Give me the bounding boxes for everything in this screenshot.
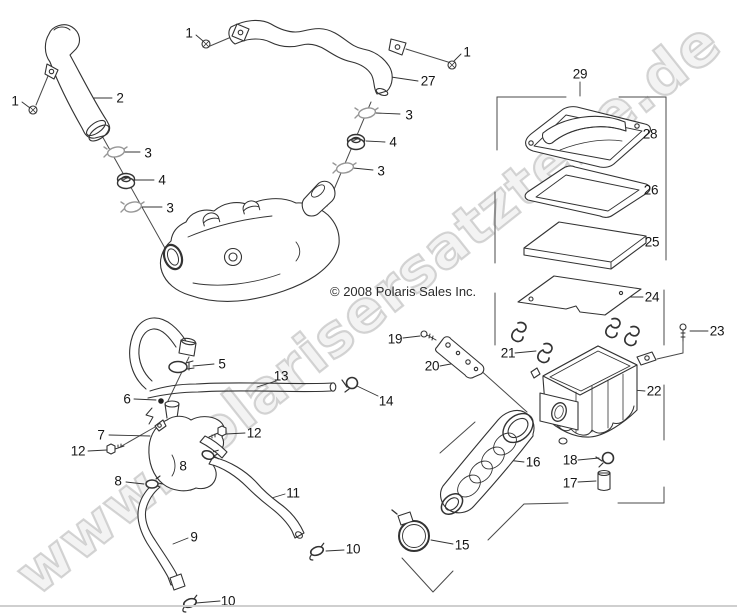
- tank-7: [148, 400, 228, 492]
- engine-cover: [159, 180, 340, 302]
- wire-clamp-18: [595, 451, 615, 468]
- screw-1-right: [447, 60, 457, 70]
- airbox-22: [530, 345, 657, 445]
- part-callout-1: 1: [185, 25, 193, 41]
- hose-clamp-14: [341, 376, 359, 393]
- latch-clips-21: [511, 317, 640, 364]
- part-callout-15: 15: [454, 537, 470, 553]
- part-callout-1: 1: [11, 93, 19, 109]
- part-callout-6: 6: [123, 391, 131, 407]
- screw-6: [145, 398, 164, 425]
- part-callout-23: 23: [709, 323, 725, 339]
- worm-clamp-15: [391, 509, 430, 552]
- part-callout-25: 25: [644, 234, 660, 250]
- part-callout-9: 9: [190, 529, 198, 545]
- part-callout-24: 24: [644, 289, 660, 305]
- flange-screws-12: [106, 425, 227, 455]
- screw-1-left: [28, 105, 38, 115]
- part-callout-20: 20: [424, 358, 440, 374]
- hose-9: [137, 483, 186, 591]
- part-callout-19: 19: [387, 331, 403, 347]
- support-tube-27: [228, 19, 407, 97]
- screw-23: [679, 323, 687, 342]
- part-callout-13: 13: [273, 368, 289, 384]
- spring-clamps-3: [103, 107, 379, 213]
- filter-25: [523, 221, 647, 270]
- part-callout-22: 22: [646, 383, 662, 399]
- part-callout-11: 11: [286, 485, 300, 501]
- bracket-20: [434, 336, 485, 379]
- engine-stub: [301, 180, 336, 217]
- part-callout-3: 3: [166, 200, 174, 216]
- part-callout-3: 3: [377, 163, 385, 179]
- breather-hose-13: [129, 317, 337, 399]
- part-callout-1: 1: [463, 44, 471, 60]
- part-callout-10: 10: [220, 593, 236, 609]
- hose-clamps-10: [182, 542, 325, 613]
- footer-divider: [0, 605, 737, 607]
- part-callout-18: 18: [562, 452, 578, 468]
- part-callout-29: 29: [572, 66, 588, 82]
- screen-24: [517, 275, 642, 316]
- part-callout-16: 16: [525, 454, 541, 470]
- part-callout-27: 27: [420, 73, 436, 89]
- part-callout-21: 21: [500, 345, 516, 361]
- intake-pipe-2: [44, 24, 111, 142]
- screw-1-top: [201, 39, 211, 49]
- part-callout-8: 8: [179, 458, 187, 474]
- part-callout-26: 26: [643, 182, 659, 198]
- part-callout-14: 14: [378, 393, 394, 409]
- part-callout-3: 3: [405, 107, 413, 123]
- grommets-4: [116, 133, 366, 190]
- spring-clamps-8: [145, 449, 219, 489]
- part-callout-12: 12: [70, 443, 86, 459]
- part-callout-3: 3: [144, 145, 152, 161]
- intake-duct-16: [440, 409, 535, 515]
- bushing-17: [597, 469, 611, 492]
- hose-clamp-5: [168, 360, 195, 374]
- hose-11: [208, 456, 305, 539]
- copyright-text: © 2008 Polaris Sales Inc.: [330, 284, 477, 299]
- part-callout-5: 5: [218, 356, 226, 372]
- part-callout-17: 17: [562, 475, 578, 491]
- part-callout-7: 7: [97, 427, 105, 443]
- callout-leader-lines: [21, 34, 709, 604]
- airbox-cover-28: [525, 106, 651, 168]
- engine-clips: [202, 200, 261, 227]
- part-callout-4: 4: [389, 134, 397, 150]
- screw-19: [420, 330, 437, 341]
- part-callout-2: 2: [116, 90, 124, 106]
- part-callout-28: 28: [642, 126, 658, 142]
- gasket-26: [524, 165, 651, 218]
- part-callout-8: 8: [114, 473, 122, 489]
- part-callout-12: 12: [246, 425, 262, 441]
- part-callout-4: 4: [158, 172, 166, 188]
- part-callout-10: 10: [345, 541, 361, 557]
